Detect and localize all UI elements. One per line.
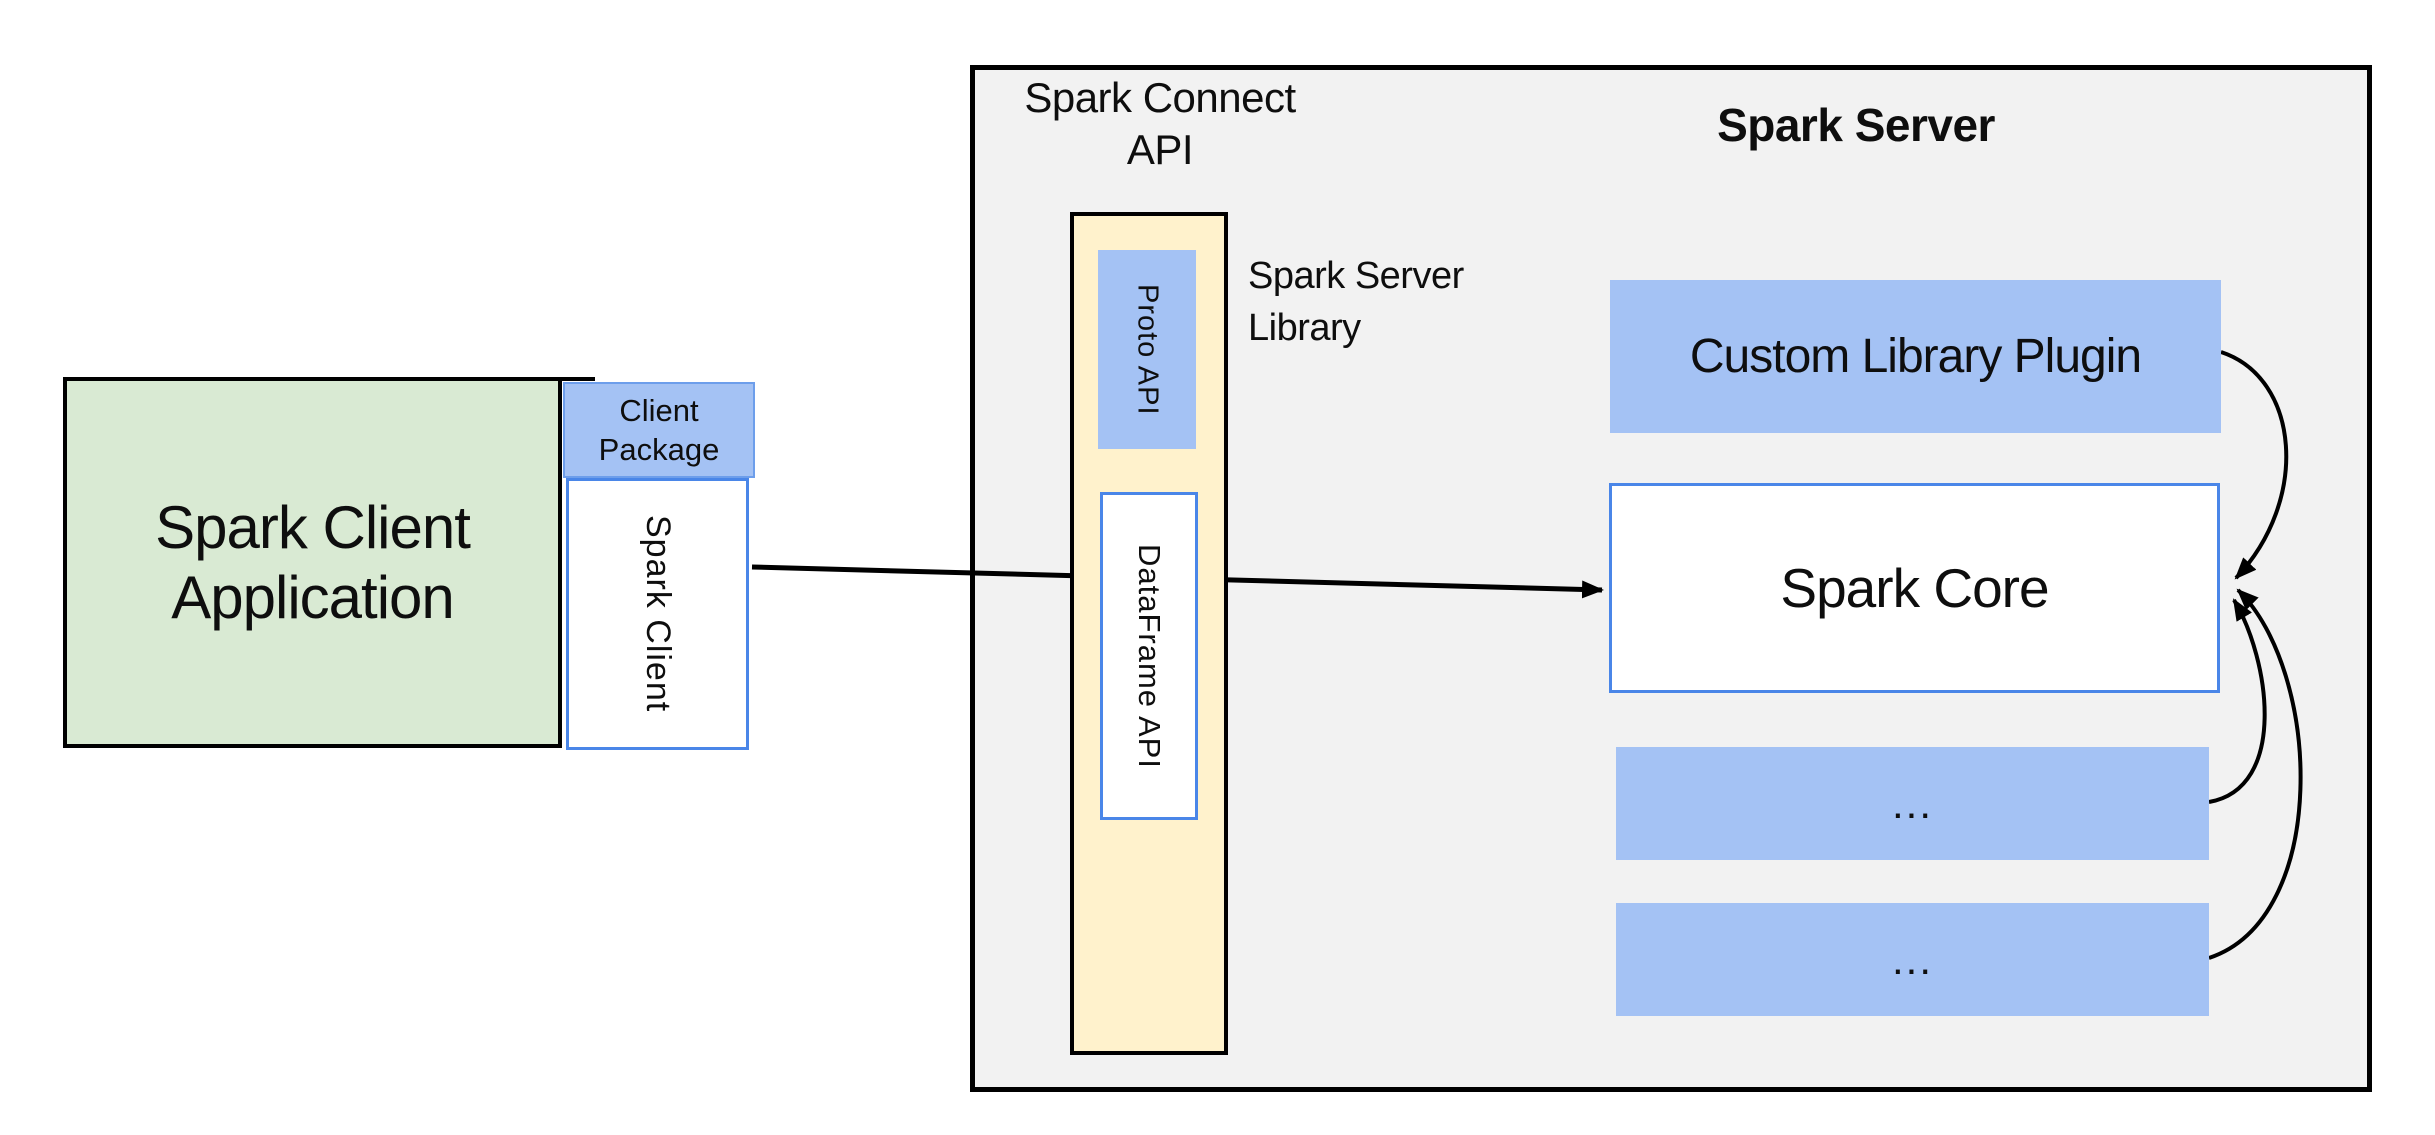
- spark-connect-api-label: Spark Connect API: [910, 72, 1410, 176]
- plugin-slot-1-box: ...: [1616, 747, 2209, 860]
- spark-server-library-label: Spark Server Library: [1248, 250, 1668, 354]
- proto-api-label: Proto API: [1131, 283, 1164, 416]
- custom-library-plugin-label: Custom Library Plugin: [1689, 330, 2142, 383]
- spark-client-application-line2: Application: [171, 563, 455, 631]
- plugin-slot-1-label: ...: [1891, 779, 1933, 827]
- spark-server-library-line1: Spark Server: [1248, 255, 1464, 297]
- spark-connect-api-line1: Spark Connect: [1024, 74, 1296, 121]
- spark-client-application-box: Spark Client Application: [63, 377, 562, 748]
- plugin-slot-2-box: ...: [1616, 903, 2209, 1016]
- spark-server-library-line2: Library: [1248, 307, 1361, 349]
- client-package-label: Client Package: [599, 391, 720, 469]
- dataframe-api-label: DataFrame API: [1132, 543, 1167, 769]
- plugin-slot-2-label: ...: [1891, 935, 1933, 983]
- proto-api-box: Proto API: [1098, 250, 1196, 449]
- spark-connect-api-line2: API: [1126, 126, 1194, 173]
- client-package-box: Client Package: [563, 382, 755, 478]
- spark-client-label: Spark Client: [639, 515, 677, 713]
- spark-client-box: Spark Client: [566, 478, 749, 750]
- spark-connect-api-column: [1070, 212, 1228, 1055]
- dataframe-api-box: DataFrame API: [1100, 492, 1198, 820]
- spark-core-label: Spark Core: [1780, 557, 2049, 619]
- spark-client-application-line1: Spark Client: [155, 493, 471, 561]
- spark-core-box: Spark Core: [1609, 483, 2220, 693]
- client-package-line2: Package: [598, 432, 720, 467]
- spark-client-application-label: Spark Client Application: [155, 493, 471, 633]
- client-package-line1: Client: [619, 393, 699, 428]
- custom-library-plugin-box: Custom Library Plugin: [1610, 280, 2221, 433]
- spark-server-title: Spark Server: [1717, 99, 1995, 151]
